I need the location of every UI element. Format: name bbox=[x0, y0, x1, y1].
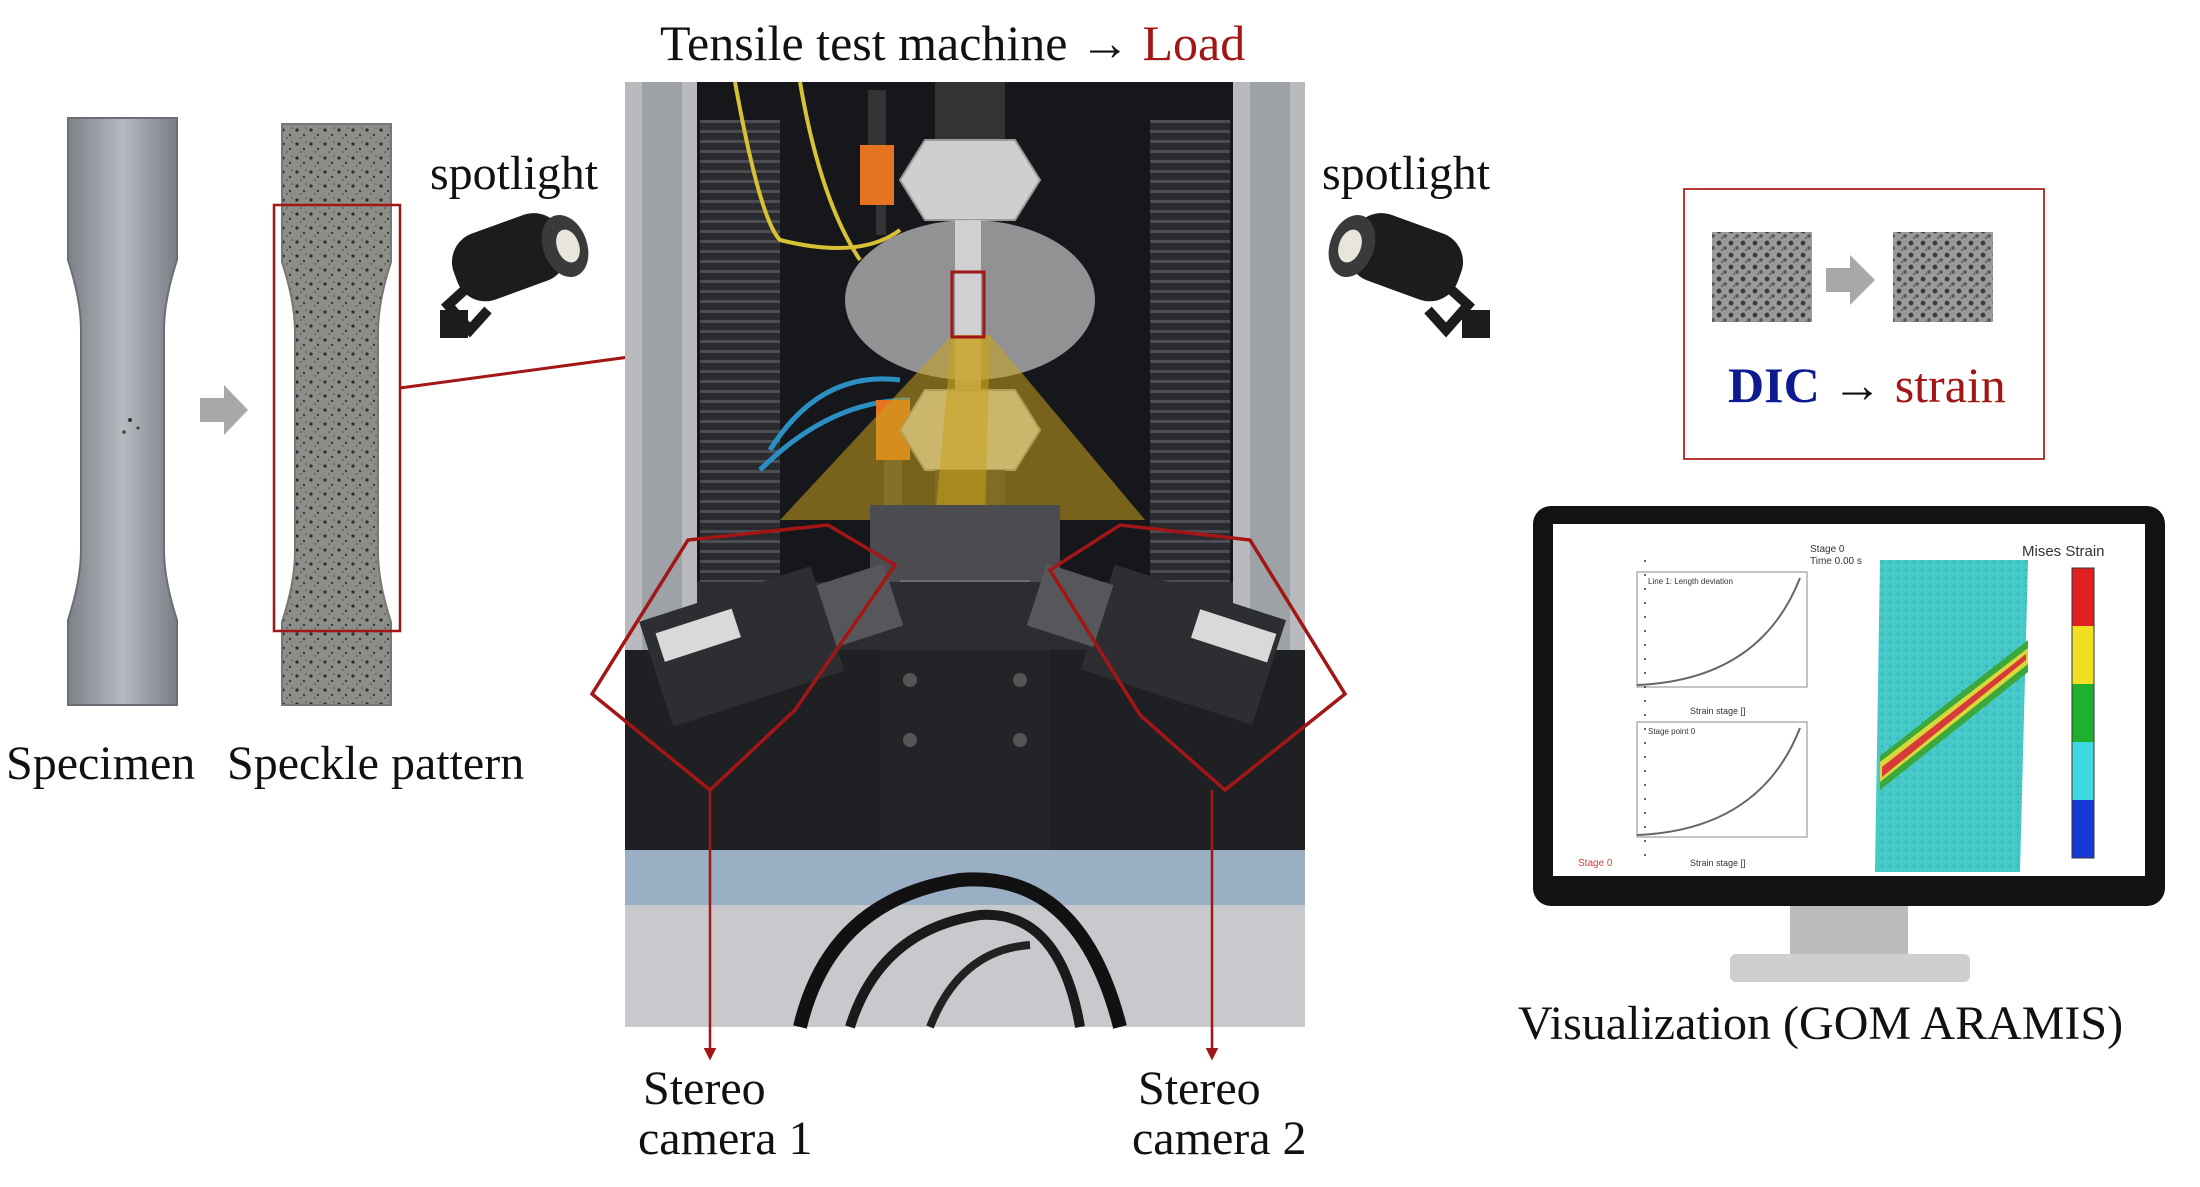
camera2-frame bbox=[1047, 523, 1348, 793]
dic-arrow: → bbox=[1832, 357, 1883, 413]
tensile-machine-photo bbox=[625, 81, 1305, 1029]
visualization-label: Visualization (GOM ARAMIS) bbox=[1518, 997, 2124, 1050]
dic-speckle-before bbox=[1712, 232, 1812, 322]
camera2-label-line1: Stereo bbox=[1138, 1062, 1261, 1115]
specimen-label: Specimen bbox=[6, 737, 196, 790]
monitor-x-axis-label-2: Strain stage [] bbox=[1690, 858, 1746, 868]
dic-method: DIC bbox=[1728, 357, 1820, 413]
monitor-stage-info: Stage 0 bbox=[1810, 544, 1845, 555]
dic-caption: DIC → strain bbox=[1728, 360, 2006, 410]
title-prefix: Tensile test machine bbox=[660, 15, 1068, 71]
spotlight-left-icon bbox=[440, 213, 589, 338]
monitor-plot1-legend: Line 1: Length deviation bbox=[1648, 577, 1733, 586]
speckle-specimen-image bbox=[281, 123, 392, 706]
monitor-stage-label: Stage 0 bbox=[1578, 858, 1613, 869]
monitor-x-axis-label-1: Strain stage [] bbox=[1690, 706, 1746, 716]
title-load: Load bbox=[1142, 15, 1246, 71]
monitor-legend-title: Mises Strain bbox=[2022, 543, 2105, 560]
monitor-plot2-legend: Stage point 0 bbox=[1648, 727, 1696, 736]
title-arrow: → bbox=[1079, 15, 1130, 71]
spotlight-right-icon bbox=[1328, 213, 1490, 338]
speckle-pattern-label: Speckle pattern bbox=[227, 737, 525, 790]
camera1-label-line1: Stereo bbox=[643, 1062, 766, 1115]
speckle-roi-box bbox=[272, 203, 402, 633]
monitor-display: Mises Strain Stage 0 Time 0.00 s Line 1:… bbox=[1533, 506, 2165, 982]
gray-arrow-specimen bbox=[200, 385, 248, 435]
page-title: Tensile test machine → Load bbox=[660, 18, 1245, 68]
monitor-stage-time: Time 0.00 s bbox=[1810, 556, 1862, 567]
spotlight-right-label: spotlight bbox=[1322, 147, 1491, 200]
dic-box bbox=[1683, 188, 2045, 460]
specimen-image bbox=[67, 117, 178, 706]
dic-speckle-after bbox=[1893, 232, 1993, 322]
camera2-label-line2: camera 2 bbox=[1132, 1112, 1307, 1165]
camera1-label-line2: camera 1 bbox=[638, 1112, 813, 1165]
dic-gray-arrow bbox=[1826, 255, 1875, 305]
dic-result: strain bbox=[1894, 357, 2006, 413]
spotlight-left-label: spotlight bbox=[430, 147, 599, 200]
